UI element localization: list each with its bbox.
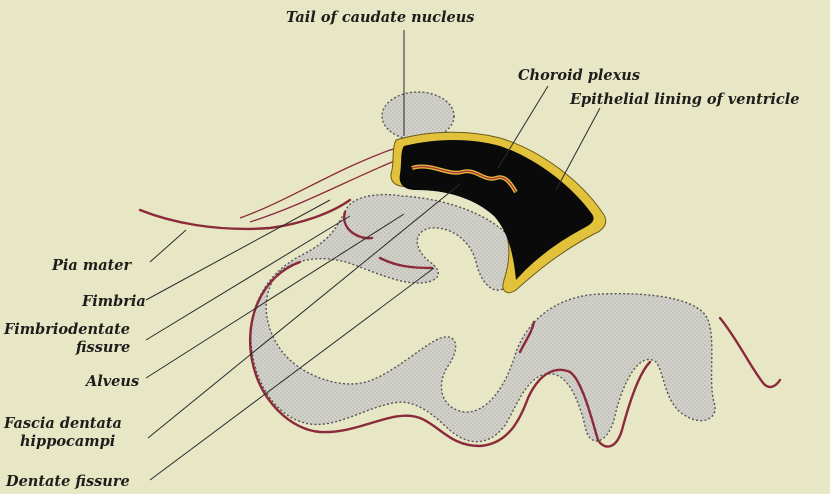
label-fimbria: Fimbria	[81, 293, 146, 310]
pia-mater-right	[720, 318, 780, 387]
label-alveus: Alveus	[84, 373, 139, 390]
label-dentate-fissure: Dentate fissure	[5, 473, 130, 490]
label-fascia-dentata: Fascia dentata	[3, 415, 122, 432]
label-fimbriodentate-2: fissure	[75, 339, 130, 356]
label-tail-caudate: Tail of caudate nucleus	[286, 9, 474, 26]
hippocampus-gray-matter	[251, 195, 715, 442]
label-fimbriodentate: Fimbriodentate	[3, 321, 130, 338]
label-pia-mater: Pia mater	[51, 257, 133, 274]
label-epithelial: Epithelial lining of ventricle	[569, 91, 800, 108]
leader-fimbria	[146, 200, 330, 300]
label-choroid-plexus: Choroid plexus	[518, 67, 640, 84]
label-fascia-dentata-2: hippocampi	[20, 433, 115, 450]
leader-epithelial	[556, 108, 600, 190]
leader-pia-mater	[150, 230, 186, 262]
leader-fimbriodentate	[146, 216, 350, 340]
